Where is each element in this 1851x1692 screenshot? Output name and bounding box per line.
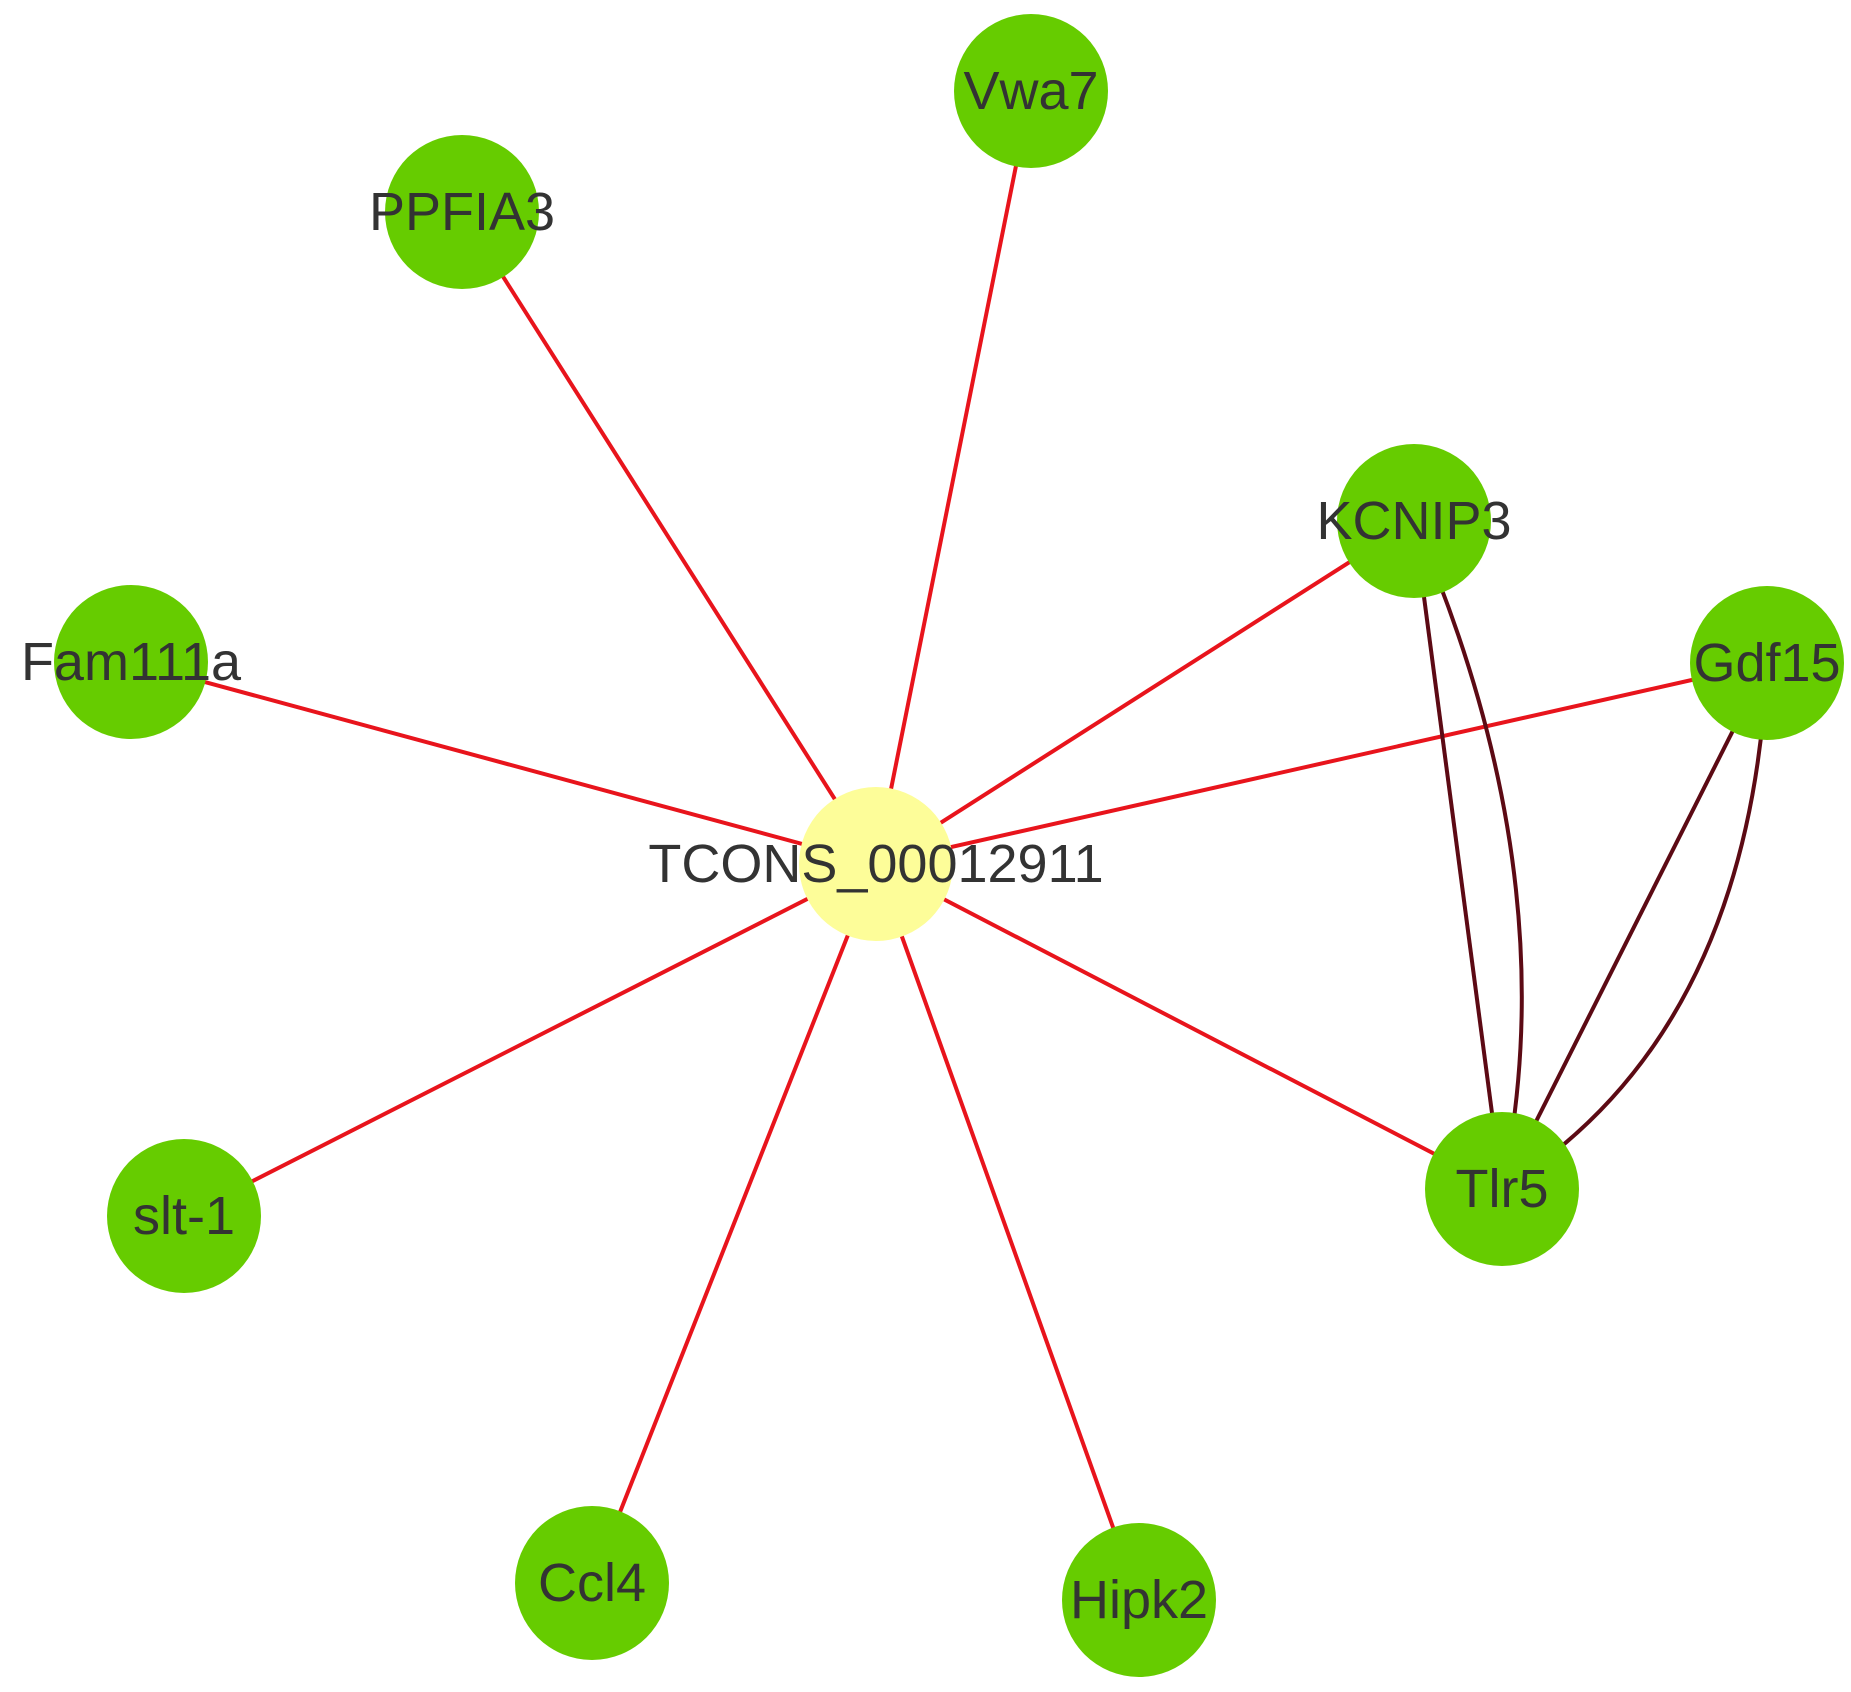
- edge-hub-fam111a: [130, 660, 877, 866]
- node-hipk2[interactable]: [1062, 1523, 1216, 1677]
- edge-hub-ppfia3: [460, 210, 878, 866]
- node-label-tlr5: Tlr5: [1456, 1159, 1549, 1219]
- node-hub[interactable]: [799, 787, 953, 941]
- edge-gdf15-tlr5-curved: [1500, 662, 1769, 1191]
- node-label-hub: TCONS_00012911: [648, 834, 1103, 894]
- node-label-gdf15: Gdf15: [1693, 633, 1840, 693]
- node-ppfia3[interactable]: [385, 135, 539, 289]
- node-vwa7[interactable]: [954, 14, 1108, 168]
- node-label-kcnip3: KCNIP3: [1316, 491, 1511, 551]
- edge-kcnip3-tlr5: [1412, 520, 1504, 1190]
- node-kcnip3[interactable]: [1337, 444, 1491, 598]
- edge-hub-hipk2: [874, 863, 1141, 1601]
- edge-hub-gdf15: [875, 661, 1768, 866]
- node-slt1[interactable]: [107, 1139, 261, 1293]
- node-tlr5[interactable]: [1425, 1112, 1579, 1266]
- node-label-ccl4: Ccl4: [538, 1553, 646, 1613]
- edge-gdf15-tlr5: [1500, 662, 1769, 1190]
- edges-layer: [130, 90, 1769, 1601]
- node-label-vwa7: Vwa7: [963, 61, 1098, 121]
- node-ccl4[interactable]: [515, 1506, 669, 1660]
- edge-hub-tlr5: [875, 862, 1503, 1191]
- node-label-slt1: slt-1: [133, 1186, 235, 1246]
- node-label-hipk2: Hipk2: [1070, 1570, 1208, 1630]
- edge-hub-kcnip3: [874, 519, 1416, 866]
- node-label-fam111a: Fam111a: [21, 632, 242, 692]
- nodes-layer: [54, 14, 1844, 1677]
- edge-hub-vwa7: [874, 90, 1033, 865]
- node-label-ppfia3: PPFIA3: [369, 182, 555, 242]
- edge-hub-slt1: [183, 862, 877, 1218]
- node-fam111a[interactable]: [54, 585, 208, 739]
- edge-hub-ccl4: [590, 863, 878, 1584]
- node-gdf15[interactable]: [1690, 586, 1844, 740]
- edge-kcnip3-tlr5-curved: [1412, 520, 1524, 1190]
